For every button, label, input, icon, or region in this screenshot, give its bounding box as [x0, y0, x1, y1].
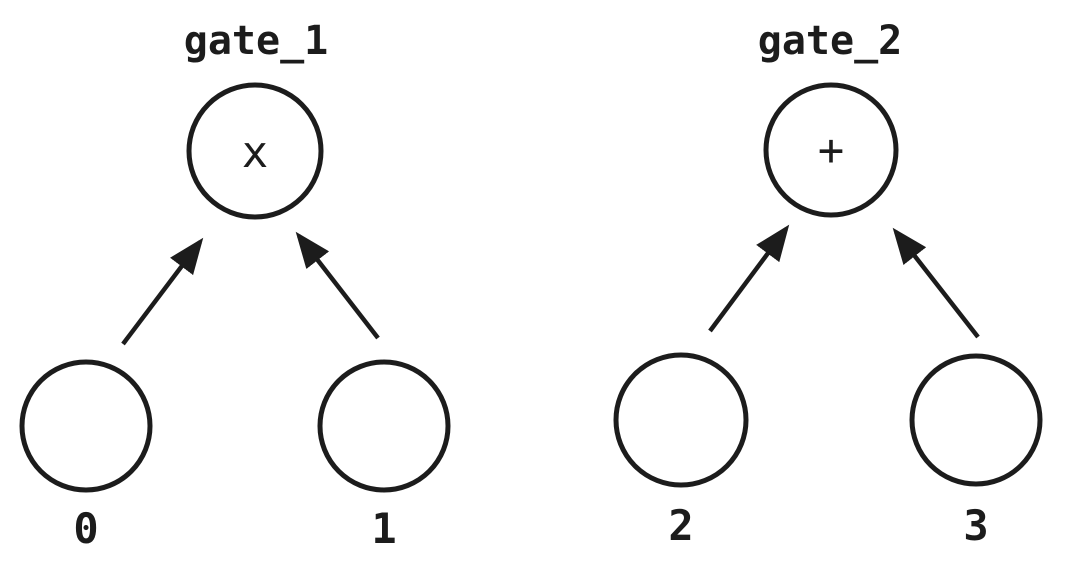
- gate-2-input-2-label: 2: [668, 501, 693, 550]
- gate-1-node: [186, 82, 324, 220]
- gate-1-input-1-label: 1: [371, 504, 396, 553]
- edge-input-2-to-gate-2: [708, 224, 790, 333]
- gate-2-title: gate_2: [758, 18, 903, 64]
- gate-1-op-symbol: x: [242, 127, 269, 178]
- gate-1-input-0-label: 0: [73, 504, 98, 553]
- gate-2-input-3-node: [909, 353, 1043, 487]
- gate-2-op-symbol: +: [818, 125, 845, 176]
- gate-1-title: gate_1: [184, 18, 329, 64]
- gate-2-input-2-node: [613, 352, 749, 488]
- edge-input-0-to-gate-1: [121, 237, 204, 346]
- edge-input-3-to-gate-2: [892, 227, 980, 339]
- gate-2-group: gate_2 + 2 3: [613, 18, 1043, 550]
- gate-1-group: gate_1 x 0 1: [19, 18, 451, 553]
- gate-2-node: [763, 82, 899, 218]
- gate-1-input-0-node: [19, 359, 153, 493]
- gate-2-input-3-label: 3: [963, 501, 988, 550]
- gate-1-input-1-node: [317, 359, 451, 493]
- edge-input-1-to-gate-1: [295, 231, 380, 340]
